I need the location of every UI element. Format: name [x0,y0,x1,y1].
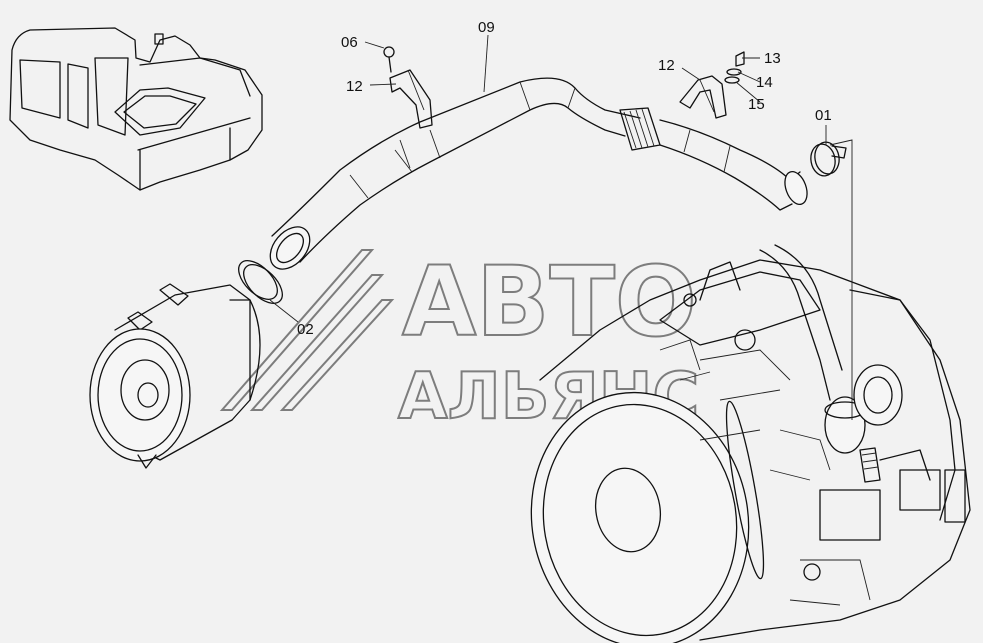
callout-14: 14 [756,74,773,91]
watermark-line-1: АВТО [402,246,697,358]
bracket-12-right [679,51,745,119]
callout-02: 02 [297,321,314,338]
intake-pipe-09 [269,77,808,270]
callout-06: 06 [341,34,358,51]
air-cleaner [89,283,261,469]
callout-12-left: 12 [346,78,363,95]
excavator-inset [9,27,263,191]
callout-15: 15 [748,96,765,113]
callout-labels: 06 09 12 12 13 14 15 01 02 [297,19,832,338]
callout-13: 13 [764,50,781,67]
callout-12-right: 12 [658,57,675,74]
bracket-12-left [383,46,433,129]
callout-09: 09 [478,19,495,36]
hose-clamp-02 [238,260,283,304]
hose-clamp-01 [810,141,847,177]
watermark-logo-stripes [219,249,395,411]
callout-01: 01 [815,107,832,124]
leader-lines [269,34,853,420]
engine-assembly [530,244,971,643]
